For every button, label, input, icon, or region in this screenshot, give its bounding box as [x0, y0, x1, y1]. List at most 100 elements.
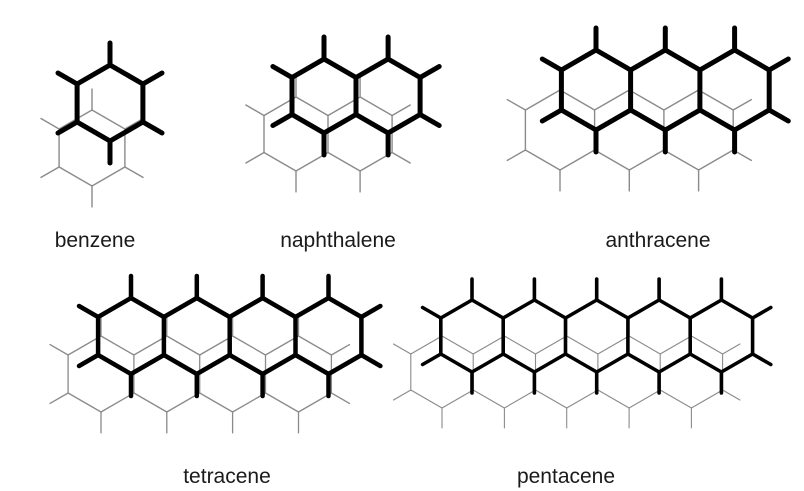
- benzene-top-layer: [55, 40, 165, 166]
- naphthalene-bottom-bond: [263, 151, 297, 172]
- naphthalene-top-hydrogen-bond: [417, 64, 442, 80]
- tetracene-bottom-bond: [166, 335, 201, 356]
- tetracene-bottom-bond: [199, 392, 234, 413]
- pentacene-label: pentacene: [517, 465, 615, 488]
- anthracene-bottom-hydrogen-bond: [506, 149, 527, 162]
- naphthalene-top-bond: [353, 56, 391, 80]
- tetracene-bottom-hydrogen-bond: [49, 392, 69, 405]
- naphthalene-top-bond: [385, 56, 423, 80]
- anthracene-bottom-bond: [697, 149, 734, 171]
- naphthalene-top-bond: [289, 56, 327, 80]
- tetracene-top-bond: [260, 352, 298, 377]
- pentacene-bottom-hydrogen-bond: [392, 389, 412, 401]
- pentacene-top-bond: [438, 352, 474, 374]
- pentacene-bottom-layer: [392, 315, 741, 429]
- pentacene-bottom-bond: [659, 389, 692, 409]
- pentacene-bottom-bond: [441, 389, 474, 409]
- molecule-anthracene: anthracene: [506, 25, 791, 252]
- pentacene-top-bond: [626, 352, 661, 374]
- pentacene-bottom-bond: [690, 335, 724, 355]
- pentacene-bottom-bond: [472, 389, 505, 409]
- pentacene-bottom-bond: [441, 335, 474, 355]
- pentacene-top-bond: [719, 352, 755, 374]
- benzene-bottom-hydrogen-bond: [124, 117, 144, 130]
- pentacene-top-bond: [594, 352, 630, 374]
- benzene-bottom-bond: [91, 166, 126, 187]
- benzene-bottom-bond: [91, 109, 126, 130]
- molecule-tetracene: tetracene: [49, 273, 383, 488]
- naphthalene-bottom-hydrogen-bond: [391, 104, 411, 117]
- anthracene-top-bond: [697, 47, 738, 73]
- anthracene-top-bond: [558, 47, 599, 73]
- pentacene-top-bond: [688, 298, 724, 320]
- tetracene-bottom-bond: [133, 335, 168, 356]
- tetracene-top-bond: [194, 295, 232, 320]
- pentacene-bottom-bond: [566, 389, 599, 409]
- anthracene-bottom-bond: [593, 89, 630, 111]
- benzene-bottom-layer: [40, 88, 144, 208]
- pentacene-bottom-hydrogen-bond: [722, 389, 741, 401]
- benzene-top-bond: [74, 62, 113, 87]
- tetracene-bottom-hydrogen-bond: [330, 343, 351, 356]
- tetracene-top-hydrogen-bond: [76, 352, 101, 369]
- pentacene-top-bond: [470, 352, 506, 374]
- naphthalene-top-hydrogen-bond: [270, 64, 295, 80]
- anthracene-top-bond: [628, 47, 668, 73]
- pentacene-top-layer: [420, 277, 773, 395]
- anthracene-top-bond: [732, 47, 772, 73]
- tetracene-bottom-bond: [100, 392, 135, 413]
- pentacene-bottom-bond: [628, 335, 661, 355]
- tetracene-top-bond: [326, 295, 364, 320]
- tetracene-top-bond: [95, 295, 134, 320]
- tetracene-top-bond: [260, 295, 298, 320]
- pentacene-bottom-bond: [534, 389, 568, 409]
- pentacene-bottom-bond: [472, 335, 505, 355]
- tetracene-bottom-bond: [231, 335, 267, 356]
- naphthalene-top-bond: [321, 56, 359, 80]
- pentacene-top-bond: [532, 352, 568, 374]
- anthracene-label: anthracene: [605, 229, 710, 252]
- anthracene-bottom-bond: [524, 89, 561, 111]
- pentacene-bottom-hydrogen-bond: [392, 343, 412, 355]
- benzene-top-hydrogen-bond: [55, 119, 80, 136]
- pentacene-bottom-hydrogen-bond: [722, 343, 741, 355]
- tetracene-top-hydrogen-bond: [359, 352, 383, 369]
- benzene-label: benzene: [55, 229, 136, 252]
- naphthalene-bottom-bond: [359, 96, 393, 117]
- tetracene-bottom-bond: [67, 392, 102, 413]
- anthracene-bottom-bond: [559, 89, 596, 111]
- anthracene-top-bond: [662, 47, 703, 73]
- tetracene-top-bond: [95, 352, 134, 377]
- naphthalene-bottom-hydrogen-bond: [391, 151, 411, 164]
- pentacene-bottom-bond: [690, 389, 724, 409]
- anthracene-bottom-bond: [559, 149, 596, 171]
- pentacene-bottom-bond: [628, 389, 661, 409]
- benzene-bottom-hydrogen-bond: [124, 166, 144, 179]
- tetracene-bottom-bond: [100, 335, 135, 356]
- pentacene-top-bond: [626, 298, 661, 320]
- tetracene-bottom-bond: [264, 335, 300, 356]
- pentacene-top-bond: [563, 298, 599, 320]
- tetracene-top-bond: [227, 352, 265, 377]
- anthracene-bottom-bond: [628, 89, 665, 111]
- anthracene-bottom-hydrogen-bond: [732, 98, 752, 111]
- benzene-top-hydrogen-bond: [140, 119, 165, 136]
- naphthalene-bottom-bond: [295, 96, 329, 117]
- tetracene-bottom-bond: [133, 392, 168, 413]
- tetracene-top-bond: [227, 295, 265, 320]
- tetracene-bottom-bond: [297, 392, 333, 413]
- anthracene-top-hydrogen-bond: [539, 107, 564, 124]
- anthracene-bottom-bond: [593, 149, 630, 171]
- pentacene-bottom-bond: [659, 335, 692, 355]
- anthracene-top-bond: [732, 107, 772, 133]
- benzene-bottom-bond: [58, 166, 93, 187]
- benzene-top-bond: [74, 119, 113, 144]
- pentacene-bottom-bond: [503, 389, 537, 409]
- anthracene-top-hydrogen-bond: [539, 56, 564, 73]
- anthracene-bottom-bond: [524, 149, 561, 171]
- tetracene-top-bond: [326, 352, 364, 377]
- naphthalene-top-bond: [289, 112, 327, 136]
- naphthalene-label: naphthalene: [280, 229, 396, 252]
- tetracene-top-bond: [161, 352, 200, 377]
